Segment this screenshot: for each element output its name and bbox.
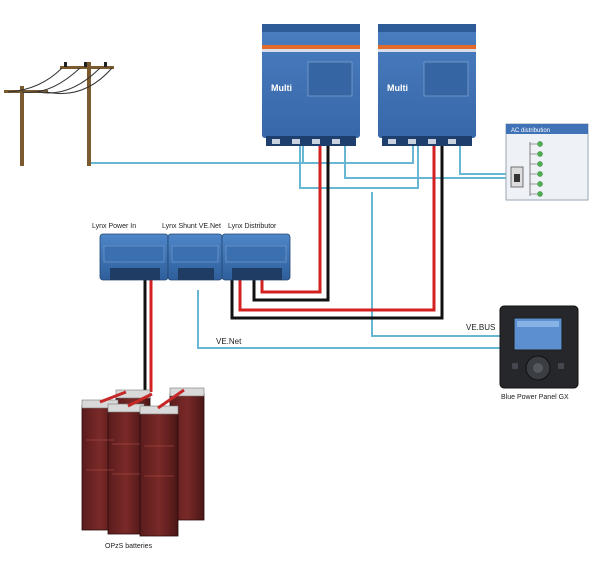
vebus-label: VE.BUS: [466, 323, 495, 332]
dc-cables: [143, 140, 444, 392]
lynx-power-in: Lynx Power In: [92, 223, 169, 281]
utility-pole-icon: [4, 62, 114, 166]
multi-inverter-1: Multi: [262, 24, 360, 146]
panel-label: Blue Power Panel GX: [501, 394, 569, 401]
inverter-1-name: Multi: [271, 83, 292, 93]
multi-inverter-2: Multi: [378, 24, 476, 146]
lynx-distributor: Lynx Distributor: [221, 223, 291, 281]
venet-label: VE.Net: [216, 337, 242, 346]
batteries-label: OPzS batteries: [105, 543, 153, 550]
lynx-shunt: Lynx Shunt VE.Net: [162, 223, 223, 281]
lynx-distributor-label: Lynx Distributor: [228, 223, 277, 230]
lynx-shunt-label: Lynx Shunt VE.Net: [162, 223, 221, 230]
blue-cables: [91, 146, 514, 349]
ac-distribution-title: AC distribution: [511, 128, 550, 134]
blue-power-panel-gx: Blue Power Panel GX: [499, 305, 579, 401]
inverter-2-name: Multi: [387, 83, 408, 93]
lynx-power-in-label: Lynx Power In: [92, 223, 136, 230]
opzs-batteries: OPzS batteries: [81, 387, 205, 550]
ac-distribution-panel: AC distribution: [505, 123, 589, 201]
